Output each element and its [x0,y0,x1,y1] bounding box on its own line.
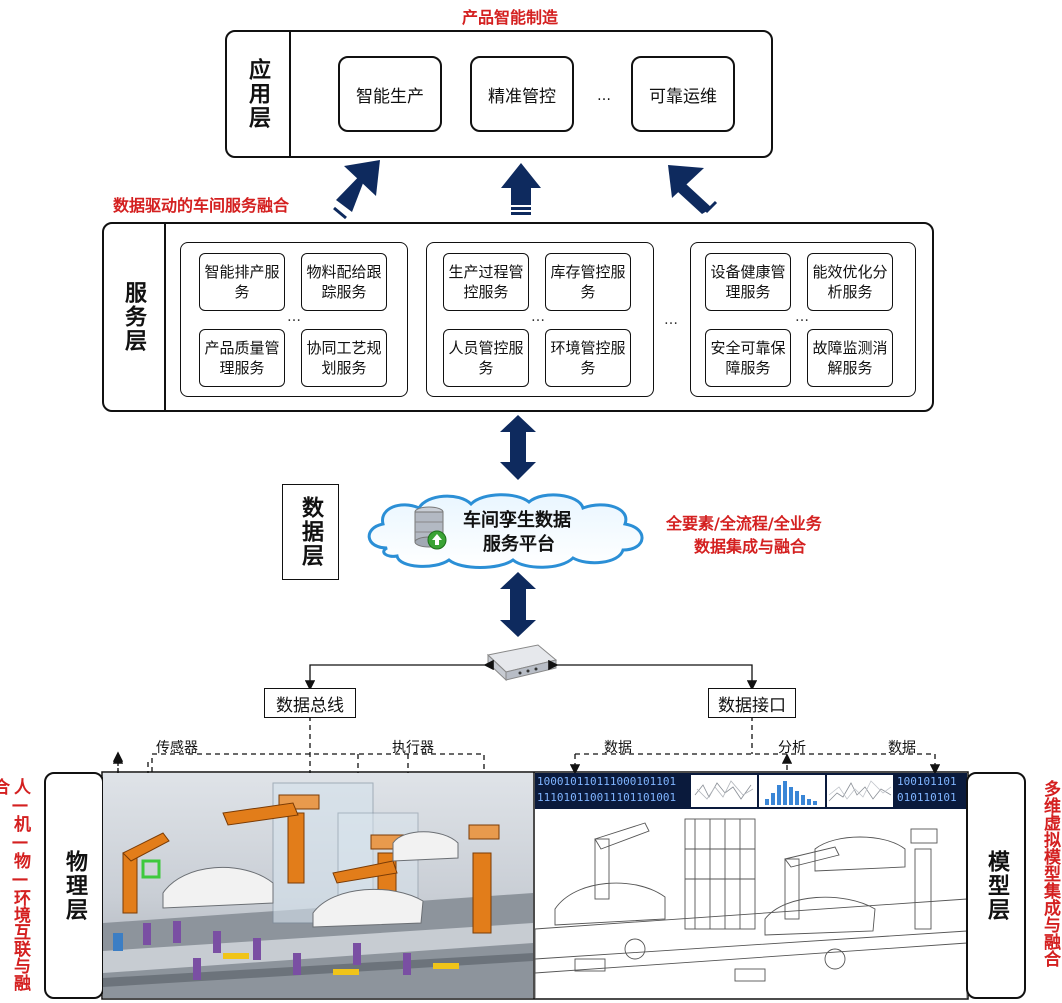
scatter-thumbnail-icon [694,780,754,800]
line-thumbnail [827,775,893,807]
physical-layer-title: 物理层 [62,849,87,922]
physical-layer-title-box: 物理层 [44,772,104,999]
service-fusion-label: 数据驱动的车间服务融合 [113,196,290,215]
model-layer-title-box: 模型层 [966,772,1026,999]
binary-row: 100010110111000101101 [537,775,677,788]
line-thumbnail-icon [828,780,892,802]
svc-environment: 环境管控服务 [545,329,631,387]
platform-subtitle: 服务平台 [483,534,555,555]
application-layer-title-cell: 应用层 [227,32,291,156]
binary-row: 010110101 [897,791,957,804]
network-device-icon [486,644,558,682]
up-arrow-left [333,160,380,220]
binary-row: 111010110011101101001 [537,791,677,804]
double-arrow-data-network [500,572,536,637]
wireframe-workshop-illustration [535,818,967,998]
twin-data-platform: 车间孪生数据 服务平台 [357,490,657,570]
svc-energy-optimization: 能效优化分析服务 [807,253,893,311]
product-manufacturing-label: 产品智能制造 [462,8,559,27]
robot-line-illustration [103,782,533,998]
data-bus-box: 数据总线 [264,688,356,718]
model-wireframe-image: 100010110111000101101 111010110011101101… [535,773,967,998]
histogram-thumbnail [759,775,825,807]
platform-title: 车间孪生数据 [463,510,571,531]
data-label-left: 数据 [604,740,632,756]
svc-scheduling: 智能排产服务 [199,253,285,311]
physical-side-label: 人—机—物—环境互联与融合 [0,778,30,991]
between-groups-ellipsis: … [664,312,678,328]
up-arrow-right [668,165,718,214]
svc-safety: 安全可靠保障服务 [705,329,791,387]
binary-stream-right: 100101101 010110101 [897,774,965,806]
service-layer-title-cell: 服务层 [104,224,166,410]
data-interface-box: 数据接口 [708,688,796,718]
integration-label-line1: 全要素/全流程/全业务 [666,514,822,533]
model-layer-title: 模型层 [984,849,1009,922]
svc-quality: 产品质量管理服务 [199,329,285,387]
service-layer-title: 服务层 [121,281,146,353]
data-layer-title-box: 数据层 [282,484,339,580]
svc-personnel: 人员管控服务 [443,329,529,387]
application-layer: 应用层 智能生产 精准管控 … 可靠运维 [225,30,773,158]
app-ellipsis: … [597,88,611,104]
physical-workshop-image [103,773,533,998]
sensor-label: 传感器 [156,740,198,756]
binary-stream-left: 100010110111000101101 111010110011101101… [537,774,689,806]
scatter-thumbnail [691,775,757,807]
svc-inventory: 库存管控服务 [545,253,631,311]
analysis-label: 分析 [778,740,806,756]
application-layer-title: 应用层 [245,58,270,130]
svc-process-planning: 协同工艺规划服务 [301,329,387,387]
app-item-intelligent-production: 智能生产 [338,56,442,132]
data-layer-title: 数据层 [298,495,323,568]
svc-group-ellipsis: … [531,309,545,325]
svc-group-ellipsis: … [287,309,301,325]
svc-group-ellipsis: … [795,309,809,325]
app-item-precise-control: 精准管控 [470,56,574,132]
app-item-reliable-maintenance: 可靠运维 [631,56,735,132]
integration-label-line2: 数据集成与融合 [694,537,807,556]
model-side-label: 多维虚拟模型集成与融合 [1040,780,1060,967]
up-arrow-middle [501,163,541,215]
svc-equipment-health: 设备健康管理服务 [705,253,791,311]
binary-row: 100101101 [897,775,957,788]
actuator-label: 执行器 [392,740,434,756]
svc-process-control: 生产过程管控服务 [443,253,529,311]
double-arrow-service-data [500,415,536,480]
histogram-thumbnail-icon [765,781,817,805]
database-icon [414,506,447,550]
svc-material-tracking: 物料配给跟踪服务 [301,253,387,311]
data-label-right: 数据 [888,740,916,756]
service-group-production: 智能排产服务 物料配给跟踪服务 … 产品质量管理服务 协同工艺规划服务 [180,242,408,397]
data-analysis-strip: 100010110111000101101 111010110011101101… [535,773,967,809]
service-group-equipment: 设备健康管理服务 能效优化分析服务 … 安全可靠保障服务 故障监测消解服务 [690,242,916,397]
service-layer: 服务层 智能排产服务 物料配给跟踪服务 … 产品质量管理服务 协同工艺规划服务 … [102,222,934,412]
svc-fault-monitoring: 故障监测消解服务 [807,329,893,387]
service-group-control: 生产过程管控服务 库存管控服务 … 人员管控服务 环境管控服务 [426,242,654,397]
